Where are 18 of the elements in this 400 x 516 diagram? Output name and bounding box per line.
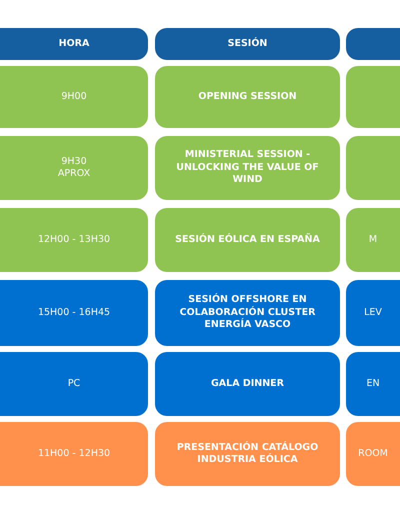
column-header: HORA <box>0 28 148 60</box>
session-cell: MINISTERIAL SESSION - UNLOCKING THE VALUE OF WIND <box>155 136 340 200</box>
time-cell: PC <box>0 352 148 416</box>
time-cell: 15H00 - 16H45 <box>0 280 148 346</box>
column-header: SESIÓN <box>155 28 340 60</box>
session-cell: SESIÓN EÓLICA EN ESPAÑA <box>155 208 340 272</box>
room-cell: LEV <box>346 280 400 346</box>
session-cell: SESIÓN OFFSHORE EN COLABORACIÓN CLUSTER ENERGÍA VASCO <box>155 280 340 346</box>
session-cell: OPENING SESSION <box>155 66 340 128</box>
room-cell: M <box>346 208 400 272</box>
session-cell: PRESENTACIÓN CATÁLOGO INDUSTRIA EÓLICA <box>155 422 340 486</box>
time-cell: 9H00 <box>0 66 148 128</box>
time-cell: 9H30 APROX <box>0 136 148 200</box>
time-cell: 12H00 - 13H30 <box>0 208 148 272</box>
room-cell: ROOM <box>346 422 400 486</box>
room-cell: EN <box>346 352 400 416</box>
session-cell: GALA DINNER <box>155 352 340 416</box>
time-cell: 11H00 - 12H30 <box>0 422 148 486</box>
